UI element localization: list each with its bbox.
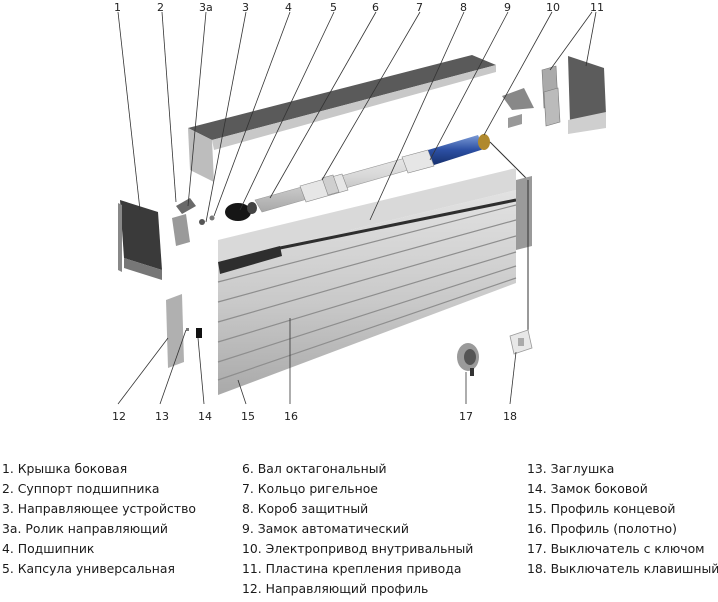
bearing-support	[172, 198, 215, 246]
legend-item: 4. Подшипник	[2, 541, 95, 556]
callout-1: 1	[114, 1, 121, 14]
bearing	[247, 202, 257, 214]
legend-item: 3. Направляющее устройство	[2, 501, 196, 516]
callout-15: 15	[241, 410, 255, 423]
shutter-curtain	[217, 168, 517, 395]
callout-7: 7	[416, 1, 423, 14]
box-top-cover	[188, 55, 496, 182]
legend-item: 5. Капсула универсальная	[2, 561, 175, 576]
legend-item: 8. Короб защитный	[242, 501, 369, 516]
guide-profile	[166, 294, 184, 368]
legend-item: 16. Профиль (полотно)	[527, 521, 677, 536]
legend-item: 10. Электропривод внутривальный	[242, 541, 474, 556]
legend-item: 11. Пластина крепления привода	[242, 561, 462, 576]
callout-3: 3	[242, 1, 249, 14]
legend-column-3: 13. Заглушка 14. Замок боковой 15. Профи…	[527, 459, 718, 579]
callout-14: 14	[198, 410, 212, 423]
legend-column-2: 6. Вал октагональный 7. Кольцо ригельное…	[242, 459, 473, 599]
legend-item: 9. Замок автоматический	[242, 521, 409, 536]
legend-item: 2. Суппорт подшипника	[2, 481, 160, 496]
legend-item: 14. Замок боковой	[527, 481, 648, 496]
callout-10: 10	[546, 1, 560, 14]
legend-item: 13. Заглушка	[527, 461, 615, 476]
legend-item: 7. Кольцо ригельное	[242, 481, 378, 496]
legend-item: 18. Выключатель клавишный	[527, 561, 718, 576]
exploded-view: 1 2 3а 3 4 5 6 7 8 9 10 11 12 13 14 15 1…	[112, 1, 606, 423]
legend-column-1: 1. Крышка боковая 2. Суппорт подшипника …	[2, 459, 196, 579]
universal-capsule	[225, 203, 251, 221]
callout-9: 9	[504, 1, 511, 14]
callout-6: 6	[372, 1, 379, 14]
right-guide-profile	[516, 176, 532, 250]
key-switch	[457, 343, 479, 376]
tubular-motor	[428, 134, 529, 181]
callout-8: 8	[460, 1, 467, 14]
callout-2: 2	[157, 1, 164, 14]
side-lock	[196, 328, 202, 338]
rocker-switch	[509, 329, 533, 355]
leader-lines	[117, 11, 597, 405]
legend-item: 1. Крышка боковая	[2, 461, 128, 476]
plug	[186, 328, 189, 331]
legend-item: 3а. Ролик направляющий	[2, 521, 168, 536]
callout-13: 13	[155, 410, 169, 423]
callout-5: 5	[330, 1, 337, 14]
callout-11: 11	[590, 1, 604, 14]
callout-numbers: 1 2 3а 3 4 5 6 7 8 9 10 11 12 13 14 15 1…	[112, 1, 604, 423]
legend-item: 6. Вал октагональный	[242, 461, 387, 476]
callout-17: 17	[459, 410, 473, 423]
callout-3a: 3а	[199, 1, 213, 14]
callout-18: 18	[503, 410, 517, 423]
callout-4: 4	[285, 1, 292, 14]
callout-12: 12	[112, 410, 126, 423]
side-cover	[118, 200, 162, 280]
drive-mounting-plate	[502, 56, 606, 134]
legend-item: 15. Профиль концевой	[527, 501, 676, 516]
legend-item: 12. Направляющий профиль	[242, 581, 429, 596]
legend-item: 17. Выключатель с ключом	[527, 541, 705, 556]
callout-16: 16	[284, 410, 298, 423]
